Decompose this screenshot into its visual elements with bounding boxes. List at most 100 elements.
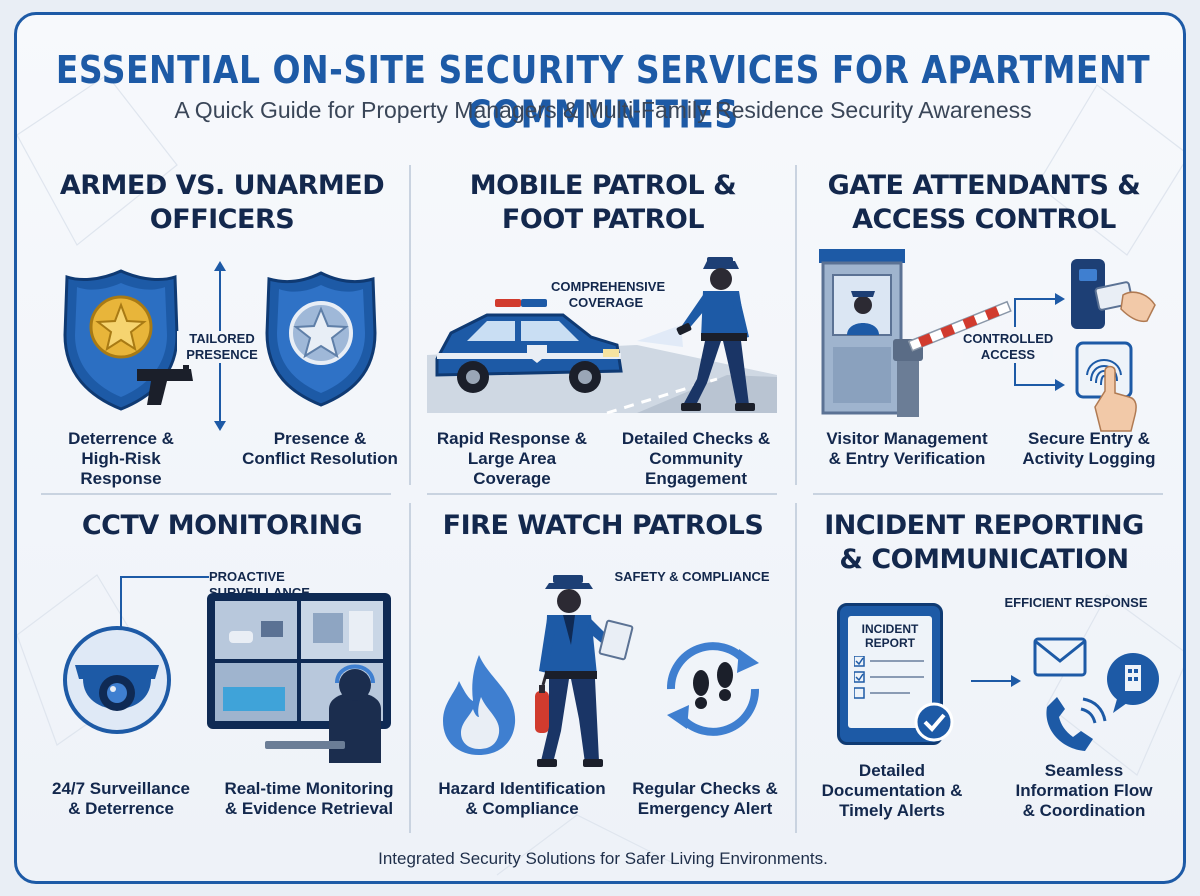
star-shield-badge-icon (265, 271, 377, 407)
caption-line: Hazard Identification (438, 779, 606, 798)
tag-controlled-access: CONTROLLED ACCESS (963, 331, 1053, 363)
tag-line: TAILORED (189, 331, 255, 346)
flame-icon (443, 655, 516, 755)
caption-hazard-identification: Hazard Identification & Compliance (427, 779, 617, 819)
caption-visitor-management: Visitor Management & Entry Verification (807, 429, 1007, 469)
caption-line: Visitor Management (826, 429, 988, 448)
caption-line: Conflict Resolution (242, 449, 398, 468)
footer-tagline: Integrated Security Solutions for Safer … (378, 849, 828, 868)
section-title-line: CCTV MONITORING (81, 510, 363, 541)
divider-vertical-3 (409, 503, 411, 833)
caption-line: & Entry Verification (828, 449, 986, 468)
section-title-line: INCIDENT REPORTING (824, 510, 1144, 541)
caption-line: Detailed Checks & (621, 429, 771, 448)
tag-line: PRESENCE (186, 347, 258, 362)
caption-detailed-checks: Detailed Checks & Community Engagement (601, 429, 791, 489)
report-title-line: REPORT (864, 636, 915, 650)
communication-icon (1033, 637, 1159, 751)
caption-detailed-documentation: Detailed Documentation & Timely Alerts (817, 761, 967, 821)
caption-line: Emergency Alert (637, 799, 773, 818)
fire-watch-officer-icon (535, 575, 634, 767)
divider-horizontal-mid (427, 493, 777, 495)
incident-report-tablet-icon: INCIDENT REPORT (837, 603, 954, 745)
caption-line: & Evidence Retrieval (224, 799, 394, 818)
section-title-armed-unarmed: ARMED VS. UNARMED OFFICERS (37, 169, 407, 237)
section-title-cctv: CCTV MONITORING (37, 509, 407, 543)
tag-safety-compliance: SAFETY & COMPLIANCE (607, 569, 777, 585)
section-title-patrol: MOBILE PATROL & FOOT PATROL (413, 169, 793, 237)
divider-vertical-1 (409, 165, 411, 485)
cctv-connector-line (120, 576, 209, 633)
caption-realtime-monitoring: Real-time Monitoring & Evidence Retrieva… (213, 779, 405, 819)
tag-line: COMPREHENSIVE (551, 279, 666, 294)
infographic-frame: ESSENTIAL ON-SITE SECURITY SERVICES FOR … (14, 12, 1186, 884)
caption-line: & Coordination (1022, 801, 1146, 820)
caption-rapid-response: Rapid Response & Large Area Coverage (427, 429, 597, 489)
caption-24-7-surveillance: 24/7 Surveillance & Deterrence (41, 779, 201, 819)
section-title-incident: INCIDENT REPORTING & COMMUNICATION (799, 509, 1169, 577)
tag-tailored-presence: TAILORED PRESENCE (177, 331, 267, 363)
divider-vertical-2 (795, 165, 797, 485)
section-title-line: FIRE WATCH PATROLS (442, 510, 764, 541)
caption-line: Documentation & (821, 781, 963, 800)
keycard-reader-icon (1071, 259, 1156, 329)
caption-line: Community Engagement (644, 449, 748, 488)
caption-line: Presence & (273, 429, 367, 448)
caption-line: 24/7 Surveillance (52, 779, 190, 798)
divider-horizontal-left (41, 493, 391, 495)
tag-comprehensive-coverage: COMPREHENSIVE COVERAGE (551, 279, 666, 311)
caption-presence: Presence & Conflict Resolution (235, 429, 405, 469)
tag-efficient-response: EFFICIENT RESPONSE (991, 595, 1161, 611)
section-title-gate: GATE ATTENDANTS & ACCESS CONTROL (799, 169, 1169, 237)
section-title-line: ACCESS CONTROL (852, 204, 1116, 235)
check-badge-icon (914, 702, 954, 742)
caption-line: & Compliance (465, 799, 579, 818)
caption-line: Rapid Response & (436, 429, 588, 448)
section-title-line: ARMED VS. UNARMED (59, 170, 385, 201)
caption-line: Secure Entry & (1028, 429, 1150, 448)
caption-line: Regular Checks & (632, 779, 778, 798)
caption-line: Activity Logging (1022, 449, 1156, 468)
section-title-line: OFFICERS (149, 204, 295, 235)
caption-line: Information Flow (1015, 781, 1153, 800)
caption-line: Detailed (858, 761, 926, 780)
tag-line: SAFETY & COMPLIANCE (614, 569, 770, 584)
report-title: INCIDENT REPORT (848, 622, 932, 650)
foot-patrol-officer-icon (637, 257, 755, 411)
caption-line: & Deterrence (68, 799, 174, 818)
guard-booth-gate-icon (819, 249, 1012, 417)
caption-line: Large Area Coverage (467, 449, 557, 488)
caption-regular-checks: Regular Checks & Emergency Alert (623, 779, 787, 819)
patrol-car-icon (435, 299, 623, 393)
tag-line: CONTROLLED (963, 331, 1054, 346)
caption-line: Deterrence & (68, 429, 174, 448)
section-title-line: MOBILE PATROL & (469, 170, 737, 201)
tag-line: EFFICIENT RESPONSE (1004, 595, 1148, 610)
report-title-line: INCIDENT (861, 622, 919, 636)
caption-line: Seamless (1044, 761, 1124, 780)
caption-seamless-flow: Seamless Information Flow & Coordination (1003, 761, 1165, 821)
tag-line: COVERAGE (568, 295, 644, 310)
section-title-fire-watch: FIRE WATCH PATROLS (413, 509, 793, 543)
monitoring-station-icon (207, 593, 391, 763)
caption-line: Real-time Monitoring (224, 779, 394, 798)
flow-arrows (1014, 293, 1065, 391)
tablet-screen: INCIDENT REPORT (848, 616, 932, 728)
caption-secure-entry: Secure Entry & Activity Logging (1013, 429, 1165, 469)
caption-line: High-Risk Response (80, 449, 162, 488)
section-title-line: FOOT PATROL (501, 204, 705, 235)
tag-line: ACCESS (980, 347, 1036, 362)
security-camera-icon (63, 626, 171, 734)
gold-badge-with-pistol-icon (63, 269, 193, 411)
fingerprint-scanner-icon (1075, 341, 1137, 432)
caption-line: Timely Alerts (839, 801, 945, 820)
page-title: ESSENTIAL ON-SITE SECURITY SERVICES FOR … (55, 47, 1151, 137)
divider-vertical-4 (795, 503, 797, 833)
page-subtitle: A Quick Guide for Property Managers & Mu… (174, 97, 1032, 123)
divider-horizontal-right (813, 493, 1163, 495)
footprints-cycle-icon (666, 642, 760, 736)
arrow-right-icon (971, 675, 1021, 687)
caption-deterrence: Deterrence & High-Risk Response (41, 429, 201, 489)
section-title-line: GATE ATTENDANTS & (827, 170, 1141, 201)
section-title-line: & COMMUNICATION (839, 544, 1129, 575)
